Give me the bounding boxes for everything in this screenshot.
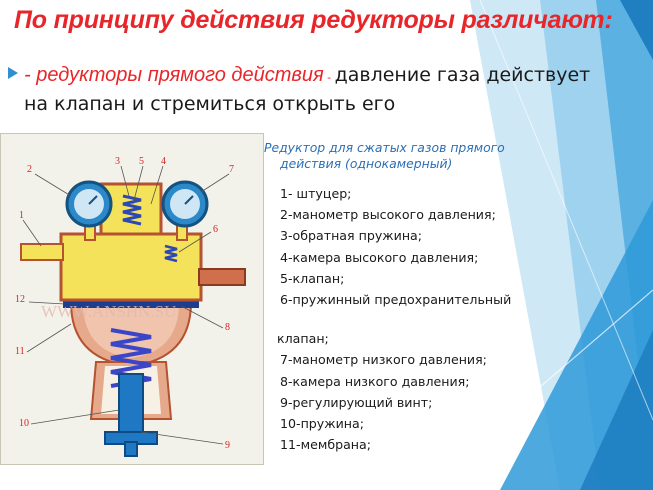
callout-2: 2	[27, 164, 32, 175]
callout-10: 10	[19, 418, 29, 429]
reducer-drawing: WWW.ANSHN.SU 2 3 5 4 7 1 6 12 8 11 10 9	[15, 156, 246, 457]
parts-list-item: 7-манометр низкого давления;	[280, 352, 487, 368]
bullet-text: - редукторы прямого действия - давление …	[24, 62, 604, 118]
callout-4: 4	[161, 156, 166, 167]
bullet-arrow-icon	[8, 67, 18, 79]
parts-list-item: 10-пружина;	[280, 415, 364, 431]
reducer-diagram: WWW.ANSHN.SU 2 3 5 4 7 1 6 12 8 11 10 9	[0, 133, 264, 465]
callout-6: 6	[213, 224, 218, 235]
parts-list-gap	[280, 310, 511, 328]
bullet-dash: -	[323, 71, 335, 84]
parts-list-item: 2-манометр высокого давления;	[280, 207, 496, 223]
watermark-text: WWW.ANSHN.SU	[41, 302, 176, 321]
callout-1: 1	[19, 210, 24, 221]
caption-title: Редуктор для сжатых газов прямого действ…	[264, 140, 534, 172]
parts-list-item: 6-пружинный предохранительный	[280, 291, 512, 307]
caption-title-line2: действия (однокамерный)	[280, 156, 453, 171]
parts-list-item: 3-обратная пружина;	[280, 228, 423, 244]
parts-list-item: 4-камера высокого давления;	[280, 249, 479, 265]
bullet-description: давление газа действует на клапан и стре…	[24, 64, 591, 115]
callout-3: 3	[115, 156, 120, 167]
bullet-term: - редукторы прямого действия	[24, 64, 324, 86]
callout-7: 7	[229, 164, 234, 175]
callout-5: 5	[139, 156, 144, 167]
callout-9: 9	[225, 440, 230, 451]
parts-list-item: клапан;	[277, 331, 329, 347]
parts-list: 1- штуцер; 2-манометр высокого давления;…	[277, 183, 512, 455]
slide-title: По принципу действия редукторы различают…	[14, 6, 613, 34]
parts-list-item: 5-клапан;	[280, 270, 345, 286]
parts-list-item: 9-регулирующий винт;	[280, 394, 433, 410]
parts-list-item: 8-камера низкого давления;	[280, 373, 470, 389]
callout-8: 8	[225, 322, 230, 333]
parts-list-item: 1- штуцер;	[280, 186, 352, 201]
parts-list-item: 11-мембрана;	[280, 437, 371, 453]
callout-12: 12	[15, 294, 25, 305]
caption-title-line1: Редуктор для сжатых газов прямого	[264, 140, 505, 155]
callout-11: 11	[15, 346, 25, 357]
